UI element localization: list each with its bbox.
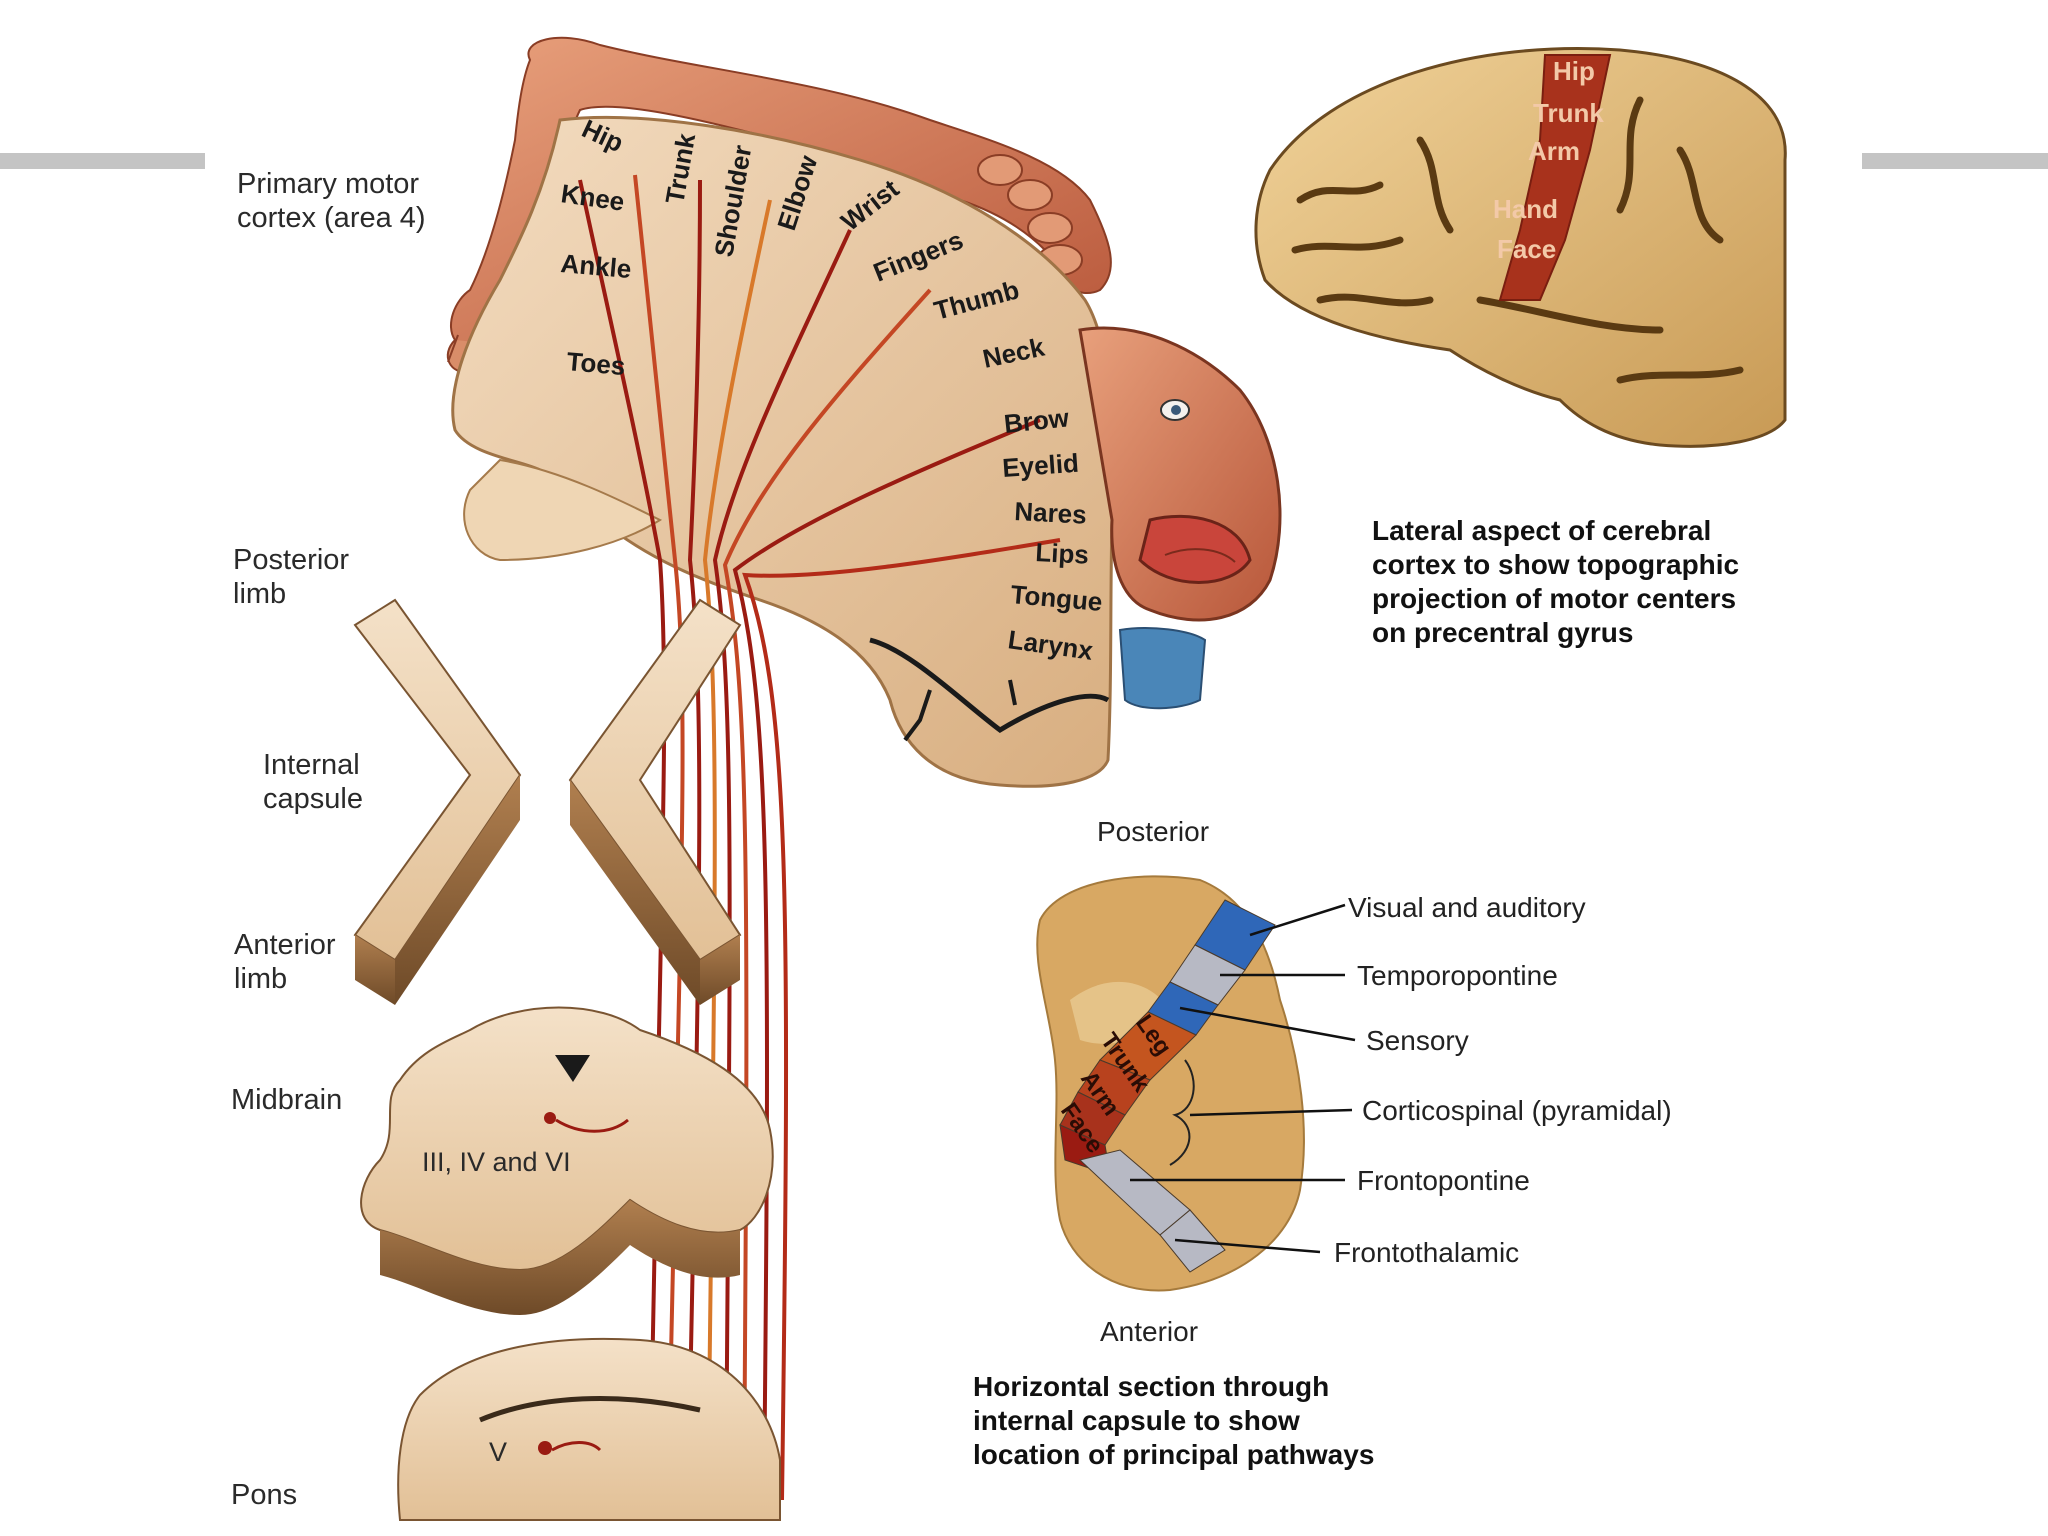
homunculus-face [1078, 326, 1282, 622]
label-brow: Brow [1002, 402, 1071, 439]
precentral-gyrus-strip [1498, 54, 1612, 301]
label-midbrain: Midbrain [231, 1084, 343, 1116]
lateral-aspect-caption: Lateral aspect of cerebral cortex to sho… [1372, 515, 1740, 648]
label-cranial-nerves: III, IV and VI [422, 1147, 571, 1177]
pons-slice [397, 1337, 781, 1521]
label-toes: Toes [565, 346, 626, 381]
midbrain-slice [360, 1006, 774, 1315]
pathway-frontopontine: Frontopontine [1357, 1165, 1530, 1196]
region-face: Face [1497, 234, 1556, 264]
label-posterior-limb: Posterior limb [233, 544, 350, 610]
label-trigeminal: V [489, 1437, 508, 1467]
larynx-shape [1118, 627, 1207, 710]
region-trunk: Trunk [1533, 98, 1604, 128]
region-hip: Hip [1553, 56, 1595, 86]
label-primary-motor-cortex: Primary motor cortex (area 4) [237, 168, 426, 234]
horizontal-section [1036, 875, 1356, 1292]
right-gray-bar [1862, 153, 2048, 169]
pathway-visual-auditory: Visual and auditory [1348, 892, 1586, 923]
pathway-leader-lines [1130, 903, 1356, 1254]
label-nares: Nares [1014, 496, 1088, 530]
label-internal-capsule: Internal capsule [263, 749, 363, 815]
label-anterior-limb: Anterior limb [234, 929, 336, 995]
label-posterior: Posterior [1097, 816, 1210, 847]
label-pons: Pons [231, 1479, 298, 1511]
pathway-frontothalamic: Frontothalamic [1334, 1237, 1520, 1268]
label-ankle: Ankle [559, 248, 632, 284]
region-arm: Arm [1528, 136, 1580, 166]
internal-capsule-blocks [353, 598, 742, 1005]
cortex-coronal-slice [451, 115, 1115, 788]
horizontal-section-caption: Horizontal section through internal caps… [973, 1371, 1375, 1470]
label-eyelid: Eyelid [1001, 448, 1079, 483]
left-gray-bar [0, 153, 205, 169]
lateral-brain [1254, 47, 1787, 448]
pathway-corticospinal: Corticospinal (pyramidal) [1362, 1095, 1672, 1126]
label-anterior: Anterior [1100, 1316, 1199, 1347]
pathway-sensory: Sensory [1366, 1025, 1469, 1056]
label-lips: Lips [1035, 537, 1090, 570]
pathway-temporopontine: Temporopontine [1357, 960, 1558, 991]
region-hand: Hand [1493, 194, 1558, 224]
lateral-region-labels: Hip Trunk Arm Hand Face [1493, 56, 1604, 264]
